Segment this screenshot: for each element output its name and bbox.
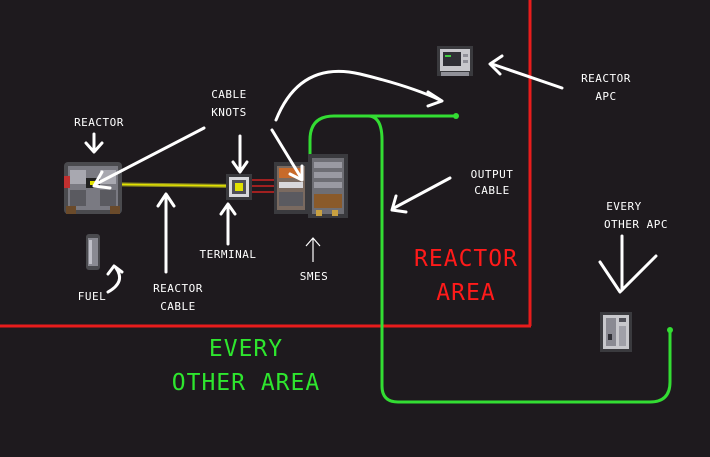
output-cable-knot-other-apc: [667, 327, 673, 333]
arrow-reactor-apc: [488, 54, 564, 90]
arrow-knot-terminal: [231, 134, 249, 174]
apc-computer-icon: [437, 46, 473, 76]
output-cable-knot-apc: [453, 113, 459, 119]
label-reactor: REACTOR: [74, 116, 124, 129]
label-cable-knots-line2: KNOTS: [211, 106, 247, 119]
arrow-knot-smes: [270, 128, 304, 182]
fuel-canister-icon: [86, 234, 100, 270]
reactor-area-border: [0, 0, 532, 328]
arrow-knot-reactor: [92, 126, 206, 190]
label-reactor-area-line2: AREA: [436, 280, 495, 306]
label-reactor-area-line1: REACTOR: [414, 246, 518, 272]
arrow-smes: [305, 237, 321, 262]
arrow-reactor: [84, 132, 104, 154]
label-every-other-apc-line1: EVERY: [606, 200, 642, 213]
arrow-output-cable: [390, 176, 452, 214]
label-cable-knots-line1: CABLE: [211, 88, 247, 101]
label-fuel: FUEL: [78, 290, 107, 303]
output-cable: [308, 114, 672, 404]
arrow-curve-apc: [274, 69, 444, 122]
label-reactor-apc-line2: APC: [595, 90, 616, 103]
label-reactor-cable-line1: REACTOR: [153, 282, 203, 295]
label-every-other-apc-line2: OTHER APC: [604, 218, 668, 231]
terminal-to-smes-cable: [250, 179, 278, 193]
arrow-fuel: [106, 264, 124, 294]
arrow-every-other-apc: [598, 234, 658, 294]
annotation-arrows: [84, 54, 658, 294]
label-output-cable-line1: OUTPUT: [471, 168, 514, 181]
label-terminal: TERMINAL: [200, 248, 257, 261]
label-every-other-area-line1: EVERY: [209, 336, 283, 362]
label-reactor-apc-line1: REACTOR: [581, 72, 631, 85]
label-reactor-cable-line2: CABLE: [160, 300, 196, 313]
arrow-terminal: [219, 202, 237, 246]
terminal-icon: [226, 174, 252, 200]
reactor-machine-icon: [64, 162, 122, 214]
label-smes: SMES: [300, 270, 329, 283]
apc-wall-icon: [600, 312, 632, 352]
label-output-cable-line2: CABLE: [474, 184, 510, 197]
label-every-other-area-line2: OTHER AREA: [172, 370, 320, 396]
smes-icon: [274, 154, 348, 218]
arrow-reactor-cable: [156, 192, 176, 274]
